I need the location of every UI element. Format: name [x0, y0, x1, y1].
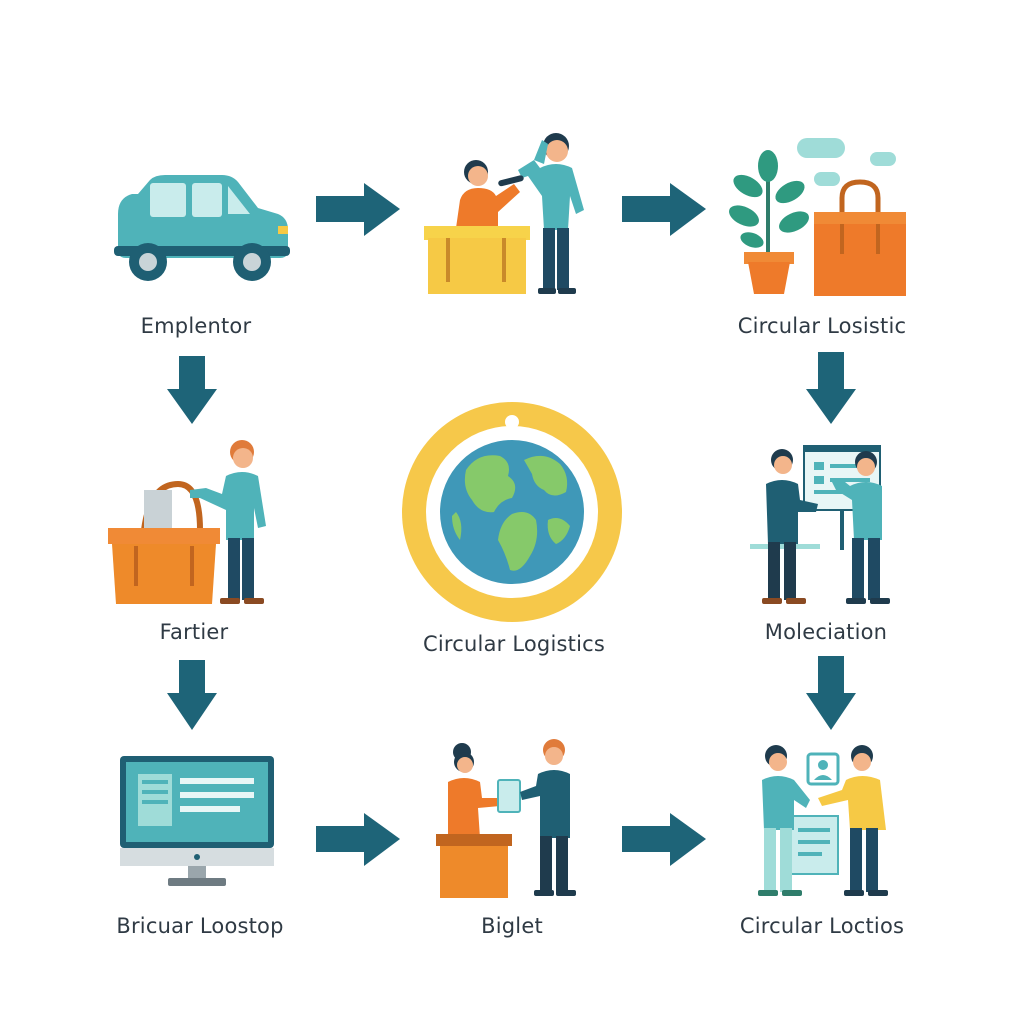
presentation-icon — [750, 445, 890, 604]
exchange-icon — [436, 739, 576, 898]
label-plant-bag: Circular Losistic — [737, 314, 907, 338]
arrow-down-left-2 — [167, 660, 217, 730]
arrow-down-left-1 — [167, 356, 217, 424]
arrow-right-1 — [316, 183, 400, 236]
plant-bag-icon — [729, 138, 906, 296]
label-presentation: Moleciation — [764, 620, 888, 644]
arrow-right-3 — [316, 813, 400, 866]
arrow-right-2 — [622, 183, 706, 236]
arrow-right-4 — [622, 813, 706, 866]
label-handshake: Circular Loctios — [739, 914, 905, 938]
basket-person-icon — [108, 440, 266, 604]
label-car: Emplentor — [140, 314, 252, 338]
box-handoff-icon — [424, 133, 584, 294]
arrow-down-right-2 — [806, 656, 856, 730]
label-center: Circular Logistics — [423, 632, 605, 656]
label-basket: Fartier — [159, 620, 229, 644]
arrow-down-right-1 — [806, 352, 856, 424]
label-exchange: Biglet — [481, 914, 543, 938]
monitor-icon — [120, 756, 274, 886]
handshake-icon — [758, 745, 888, 896]
globe-icon — [402, 402, 622, 622]
label-monitor: Bricuar Loostop — [116, 914, 284, 938]
car-icon — [114, 175, 290, 281]
